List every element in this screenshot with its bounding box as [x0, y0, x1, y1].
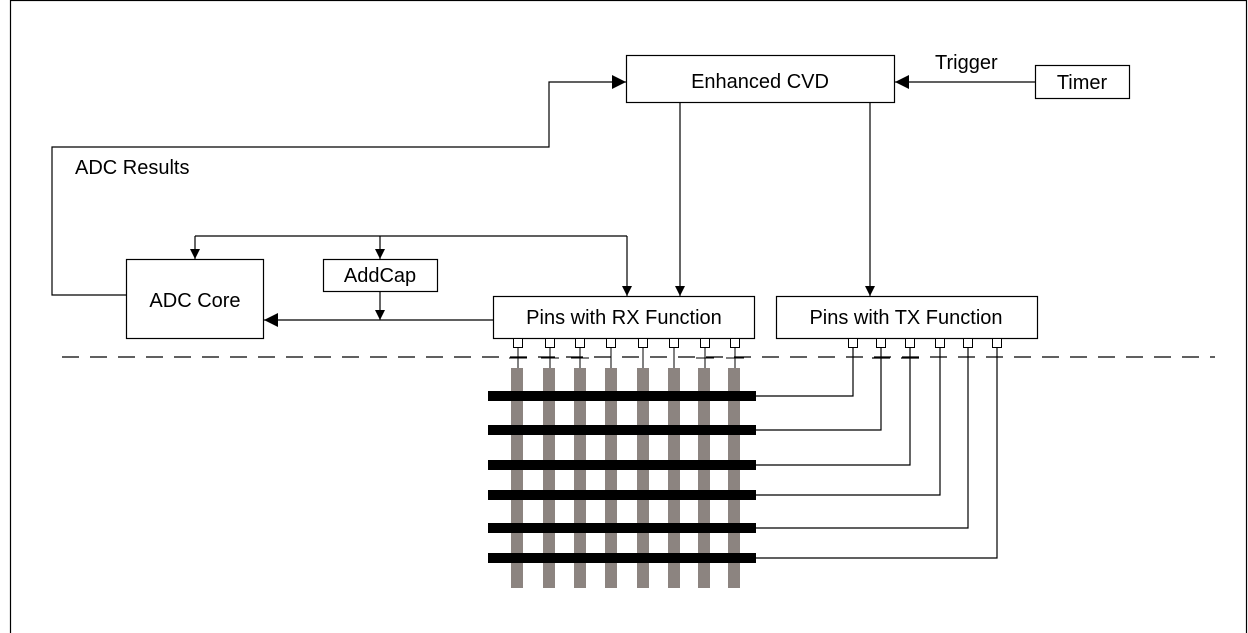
rx-pin-pads	[509, 338, 744, 368]
rx-pins-label: Pins with RX Function	[526, 307, 722, 329]
tx-electrode	[488, 553, 756, 563]
tx-electrode-rows	[488, 391, 756, 563]
adc-core-label: ADC Core	[149, 290, 240, 312]
rx-pins-block: Pins with RX Function	[492, 295, 756, 340]
adc-results-label: ADC Results	[75, 157, 189, 179]
tx-pins-block: Pins with TX Function	[775, 295, 1039, 340]
tx-electrode	[488, 523, 756, 533]
diagram-border	[9, 0, 1248, 633]
tx-electrode	[488, 391, 756, 401]
addcap-label: AddCap	[344, 265, 416, 287]
addcap-block: AddCap	[322, 258, 439, 293]
timer-label: Timer	[1057, 72, 1108, 94]
timer-block: Timer	[1034, 64, 1131, 100]
connection-lines	[51, 75, 1035, 327]
tx-pin-pads	[848, 338, 1002, 348]
adc-results-arrow	[51, 75, 626, 296]
tx-pin-wires	[756, 347, 998, 559]
enhanced-cvd-block: Enhanced CVD	[625, 54, 896, 104]
touch-sensor-grid	[488, 338, 1002, 588]
adc-core-block: ADC Core	[125, 258, 265, 340]
tx-electrode	[488, 460, 756, 470]
trigger-label: Trigger	[935, 52, 998, 74]
tx-electrode	[488, 425, 756, 435]
tx-pins-label: Pins with TX Function	[809, 307, 1002, 329]
tx-electrode	[488, 490, 756, 500]
enhanced-cvd-label: Enhanced CVD	[691, 71, 829, 93]
